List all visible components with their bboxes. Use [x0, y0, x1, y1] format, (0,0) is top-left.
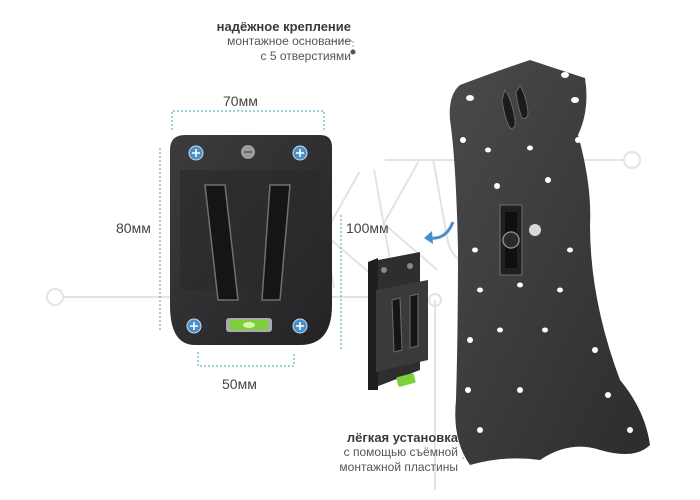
dimension-height-left: 80мм [116, 220, 151, 236]
bubble-level-icon [226, 318, 272, 332]
dimension-width-bottom: 50мм [222, 376, 257, 392]
screw-icon [292, 318, 308, 334]
screw-icon [186, 318, 202, 334]
callout-easy-install: лёгкая установка с помощью съёмной монта… [318, 430, 458, 475]
guide-bottom [197, 352, 295, 367]
callout-reliable-mount: надёжное крепление монтажное основание с… [181, 19, 351, 64]
bubble-level-icon [396, 373, 416, 387]
curved-arrow-icon [424, 221, 455, 244]
callout-line: монтажной пластины [339, 460, 458, 474]
plate-slot-right [261, 184, 291, 301]
screw-icon [188, 145, 204, 161]
screw-icon [292, 145, 308, 161]
screw-icon [241, 145, 255, 159]
wall-plate [170, 135, 332, 345]
callout-title: надёжное крепление [216, 19, 351, 34]
tv-mounting-plate [449, 60, 650, 465]
assembled-mount [368, 252, 428, 390]
center-bracket [499, 204, 541, 276]
dimension-width-top: 70мм [223, 93, 258, 109]
guide-top [171, 110, 325, 130]
dimension-guides [159, 110, 342, 367]
callout-top-connector [330, 40, 356, 55]
callout-line: с 5 отверстиями [260, 49, 352, 63]
callout-line: с помощью съёмной [343, 445, 458, 459]
plate-slot-left [204, 184, 239, 301]
dimension-height-right: 100мм [346, 220, 389, 236]
callout-line: монтажное основание [227, 34, 351, 48]
callout-title: лёгкая установка [346, 430, 458, 445]
